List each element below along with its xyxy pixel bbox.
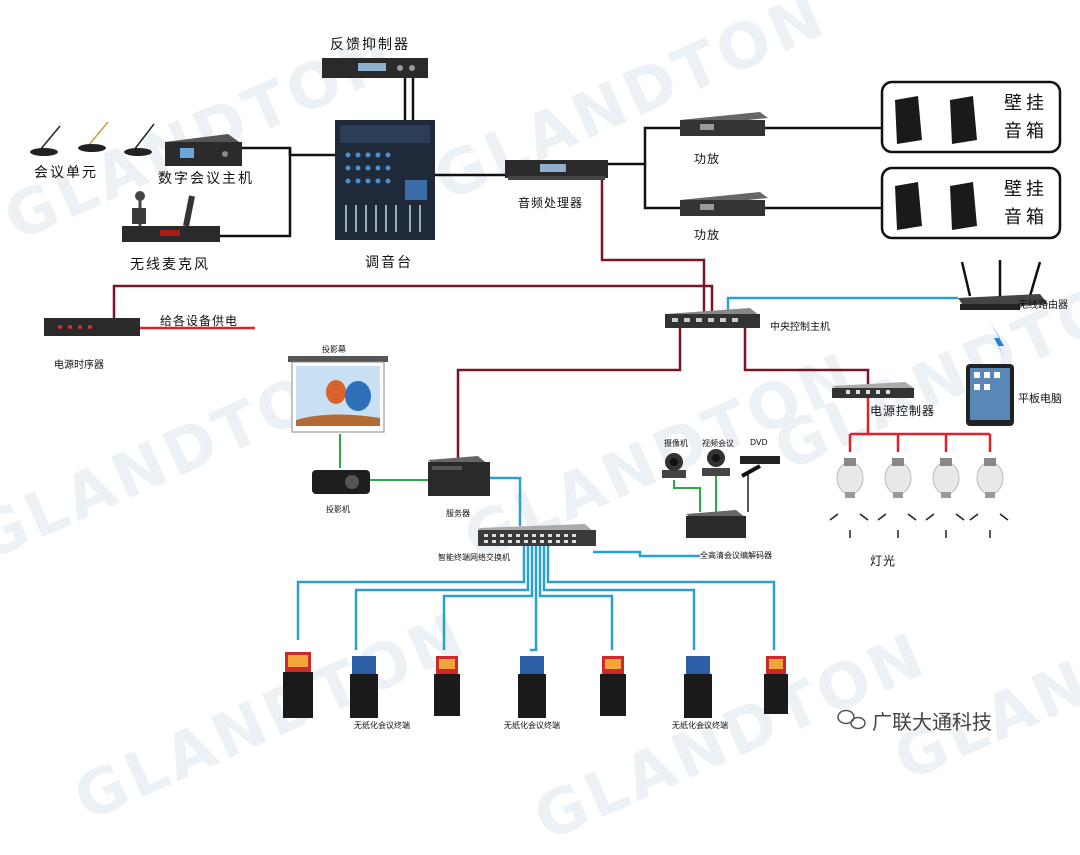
mixer-label: 调音台 [365,255,413,271]
conference-host-label: 数字会议主机 [158,171,254,187]
central-control-label: 中央控制主机 [770,322,830,333]
codec-icon [686,510,746,538]
tablet-icon [966,364,1014,426]
network-lines [296,296,958,652]
screen-label: 投影幕 [322,345,346,354]
dvd-label: DVD [750,438,768,447]
power-controller-icon [832,382,914,398]
projector-icon [312,470,370,494]
microphone-icon [30,121,155,156]
rack-device-icon [505,160,608,180]
paperless-terminal-label-1: 无纸化会议终端 [354,721,410,730]
paperless-terminal-label-2: 无纸化会议终端 [504,721,560,730]
dvd-icon [740,456,780,478]
audio-processor-label: 音频处理器 [518,196,584,210]
camera-label: 摄像机 [664,439,688,448]
wireless-mic-icon [122,191,220,242]
conference-unit-label: 会议单元 [34,165,98,181]
projection-screen-icon [288,356,388,433]
projector-label: 投影机 [326,505,350,514]
diagram-canvas [30,58,1062,730]
codec-label: 全高清会议编解码器 [700,551,772,560]
server-label: 服务器 [446,509,470,518]
router-icon [958,260,1048,310]
paperless-terminal-label-3: 无纸化会议终端 [672,721,728,730]
router-label: 无线路由器 [1018,300,1068,311]
amplifier-label-1: 功放 [694,152,721,166]
wireless-signal-icon [990,322,1006,360]
video-lines [339,434,749,512]
speaker-label-1: 壁挂音箱 [1004,93,1048,142]
wechat-icon [837,709,866,730]
wireless-mic-label: 无线麦克风 [130,257,210,273]
lights-label: 灯光 [870,554,897,568]
audio-lines [220,78,882,238]
control-lines [112,180,870,460]
control-host-icon [665,308,760,328]
feedback-suppressor-label: 反馈抑制器 [330,37,410,53]
server-icon [428,456,490,496]
camera-icon [662,453,686,478]
power-sequencer-label: 电源时序器 [54,360,104,371]
bulb-icon [829,458,1009,538]
paperless-terminal-icon [283,652,788,718]
speaker-label-2: 壁挂音箱 [1004,179,1048,228]
power-sequencer-icon [44,318,140,336]
power-controller-label: 电源控制器 [870,404,936,418]
rack-device-icon [322,58,428,78]
power-lines [140,326,992,452]
brand-name: 广联大通科技 [872,710,992,734]
conference-host-icon [165,134,242,166]
video-conference-camera-icon [702,449,730,476]
amplifier-label-2: 功放 [694,228,721,242]
switch-label: 智能终端网络交换机 [438,553,510,562]
mixer-icon [335,120,435,240]
power-feed-label: 给各设备供电 [160,314,239,328]
switch-icon [478,524,596,546]
tablet-label: 平板电脑 [1018,392,1062,405]
video-conference-label: 视频会议 [702,439,734,448]
amplifier-icon [680,112,768,216]
speaker-icon [895,96,977,230]
